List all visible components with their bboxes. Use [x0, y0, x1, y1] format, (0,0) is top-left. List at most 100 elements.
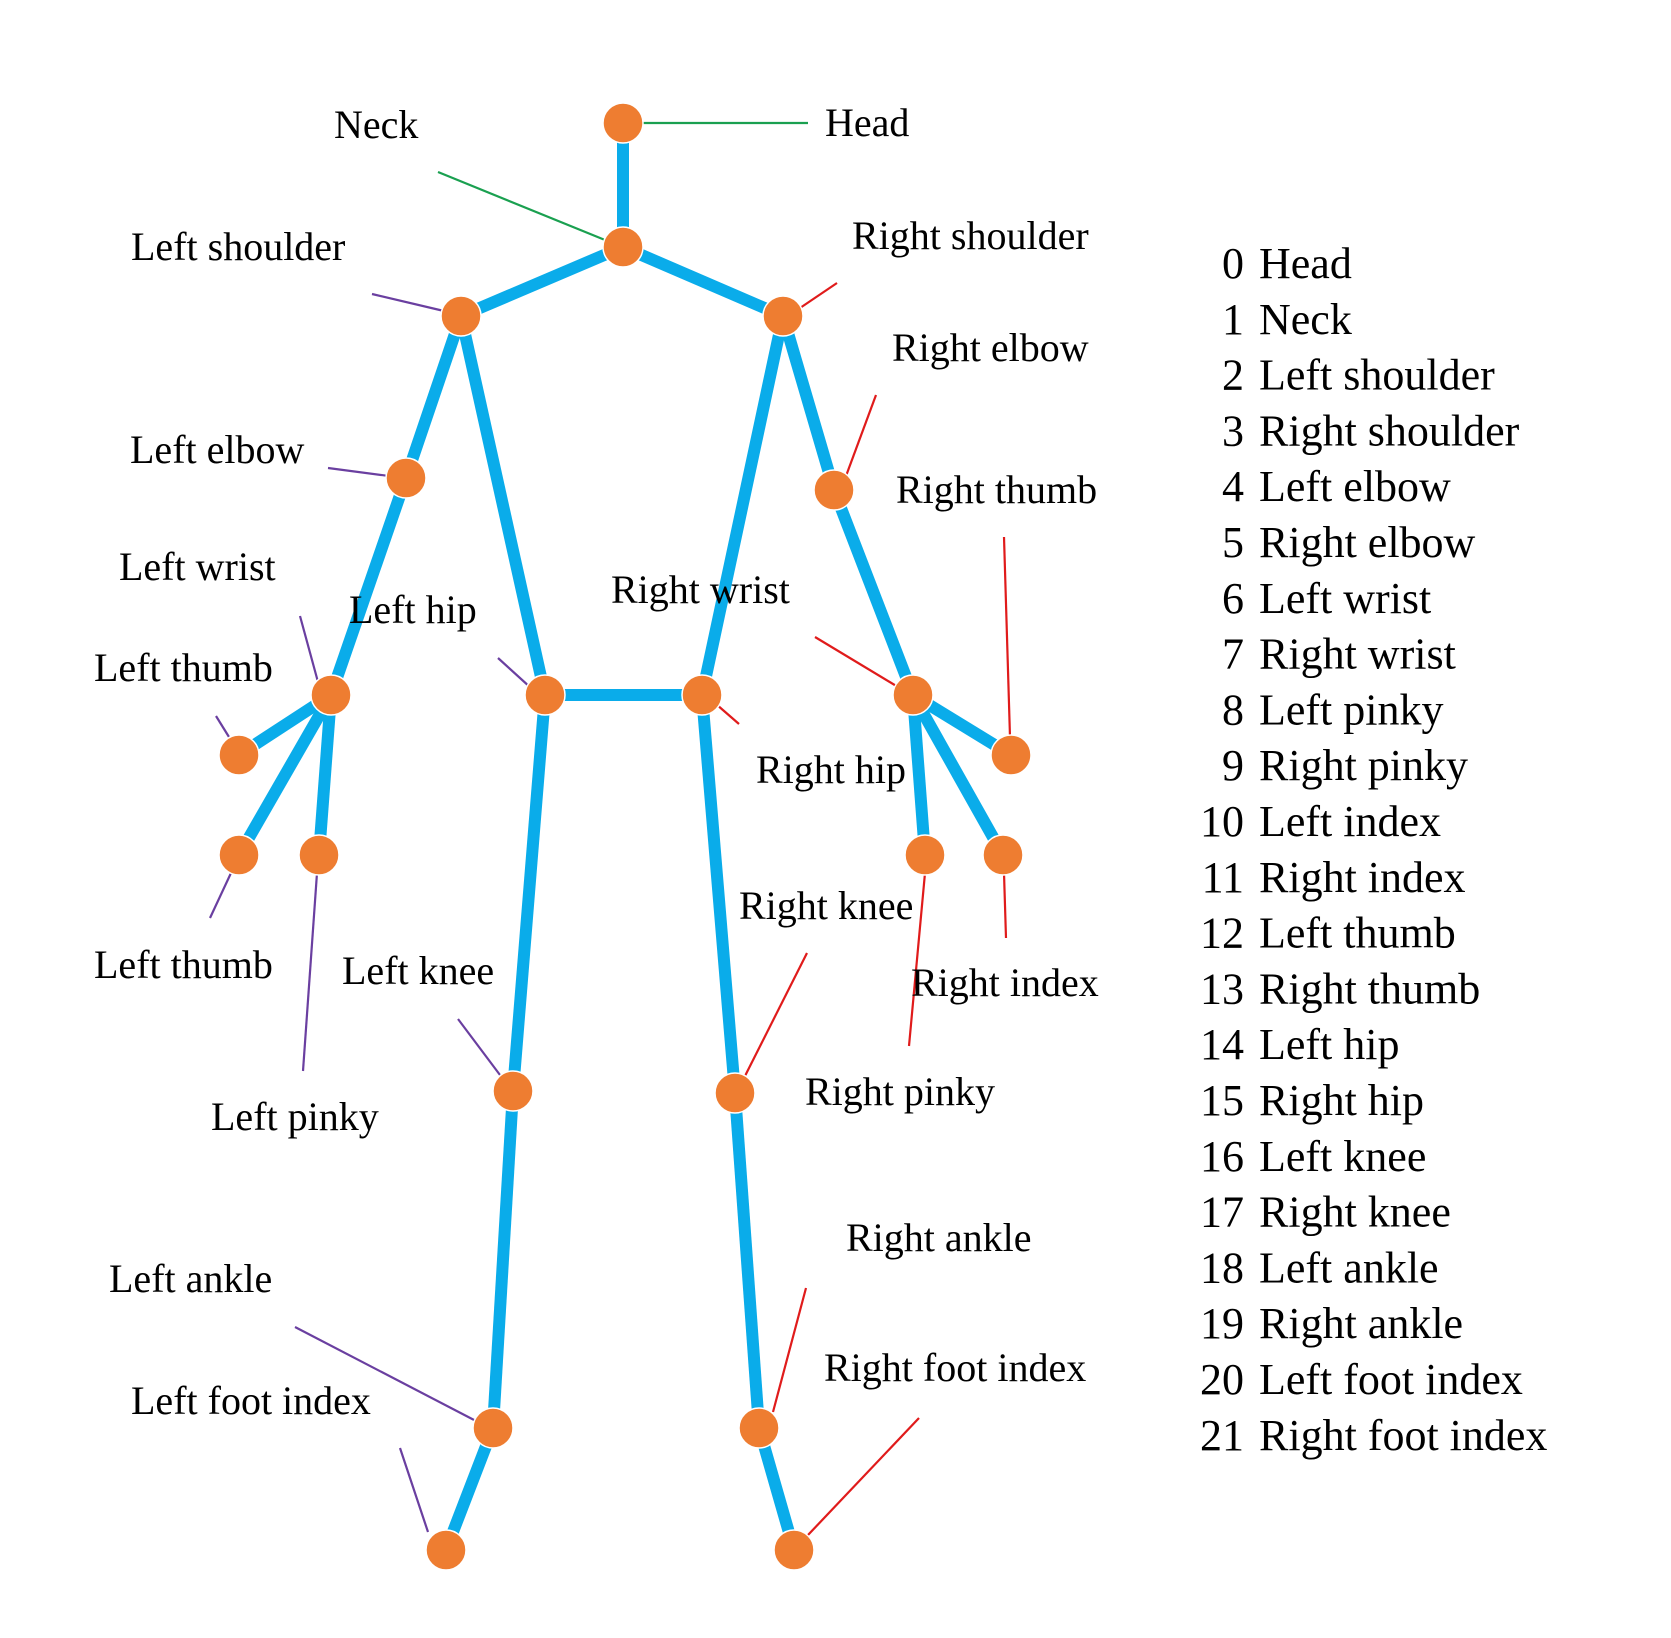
label-right-shoulder: Right shoulder — [852, 213, 1089, 258]
keypoint-list-name: Left ankle — [1259, 1243, 1439, 1292]
joint-right-pinky — [904, 834, 946, 876]
keypoint-list-number: 20 — [1200, 1355, 1244, 1404]
joint-right-hip — [681, 674, 723, 716]
bone-left-shoulder-left-hip — [455, 314, 551, 697]
leader-left-pinky — [301, 872, 319, 1072]
bone-right-shoulder-right-elbow — [777, 314, 840, 492]
keypoint-list-number: 17 — [1200, 1188, 1244, 1237]
leader-right-shoulder — [799, 282, 838, 309]
keypoint-list-name: Left thumb — [1259, 909, 1456, 958]
bone-right-wrist-right-index — [907, 692, 1009, 858]
bone-right-knee-right-ankle — [729, 1092, 765, 1429]
keypoint-list-number: 11 — [1202, 853, 1244, 902]
bone-right-elbow-right-wrist — [828, 487, 919, 698]
keypoint-labels: Head Neck Left shoulder Right shoulder R… — [94, 100, 1099, 1423]
keypoint-list-number: 1 — [1222, 295, 1244, 344]
label-right-ankle: Right ankle — [846, 1215, 1032, 1260]
label-left-thumb-lower: Left thumb — [94, 942, 273, 987]
joint-right-wrist — [892, 674, 934, 716]
keypoint-list-number: 3 — [1222, 406, 1244, 455]
keypoint-list-number: 5 — [1222, 518, 1244, 567]
keypoint-list-name: Right shoulder — [1259, 406, 1520, 455]
bone-right-ankle-right-foot-index — [753, 1426, 800, 1552]
keypoint-list-number: 8 — [1222, 685, 1244, 734]
leader-right-ankle — [771, 1287, 808, 1413]
label-right-wrist: Right wrist — [611, 567, 790, 612]
bone-neck-right-shoulder — [620, 241, 786, 322]
leader-left-thumb-upper — [215, 715, 230, 738]
joint-neck — [602, 226, 644, 268]
joint-right-shoulder — [762, 295, 804, 337]
keypoint-list-name: Right pinky — [1259, 741, 1468, 790]
joint-right-thumb — [990, 734, 1032, 776]
keypoint-list-number: 7 — [1222, 630, 1244, 679]
bone-neck-left-shoulder — [458, 241, 626, 322]
leader-neck — [437, 170, 606, 242]
keypoint-index-list: 0 Head 1 Neck 2 Left shoulder 3 Right shoulder 4… — [1200, 239, 1547, 1460]
keypoint-list-number: 16 — [1200, 1132, 1244, 1181]
bone-right-shoulder-right-hip — [696, 314, 789, 697]
keypoint-list-number: 9 — [1222, 741, 1244, 790]
label-left-wrist: Left wrist — [119, 544, 276, 589]
joint-head — [602, 102, 644, 144]
joint-left-shoulder — [440, 295, 482, 337]
bone-right-hip-right-knee — [696, 694, 741, 1094]
joint-right-elbow — [813, 469, 855, 511]
keypoint-list-number: 19 — [1200, 1299, 1244, 1348]
keypoint-list-name: Left foot index — [1259, 1355, 1523, 1404]
keypoint-list-name: Left elbow — [1259, 462, 1451, 511]
keypoint-list-number: 21 — [1200, 1411, 1244, 1460]
label-neck: Neck — [334, 102, 418, 147]
label-left-knee: Left knee — [342, 948, 494, 993]
keypoint-list-name: Right index — [1259, 853, 1466, 902]
label-left-foot-index: Left foot index — [131, 1378, 371, 1423]
keypoint-list-name: Neck — [1259, 295, 1352, 344]
keypoint-list-name: Left hip — [1259, 1020, 1400, 1069]
joint-left-elbow — [385, 457, 427, 499]
label-right-pinky: Right pinky — [805, 1069, 995, 1114]
leader-right-thumb — [1002, 536, 1012, 738]
leader-right-elbow — [844, 394, 878, 477]
label-left-thumb-upper: Left thumb — [94, 645, 273, 690]
keypoint-list-number: 12 — [1200, 909, 1244, 958]
leader-left-ankle — [294, 1326, 477, 1422]
label-head: Head — [825, 100, 909, 145]
label-left-shoulder: Left shoulder — [131, 224, 345, 269]
keypoint-list-name: Head — [1259, 239, 1352, 288]
joint-left-hip — [524, 674, 566, 716]
keypoint-list-name: Right knee — [1259, 1188, 1451, 1237]
keypoint-list-name: Left knee — [1259, 1132, 1426, 1181]
keypoint-list-number: 6 — [1222, 574, 1244, 623]
leader-right-knee — [744, 952, 808, 1077]
leader-right-hip — [715, 703, 740, 725]
bone-left-hip-left-knee — [507, 694, 551, 1092]
joint-left-foot-index — [425, 1529, 467, 1571]
keypoint-list-number: 18 — [1200, 1243, 1244, 1292]
keypoint-list-name: Left wrist — [1259, 574, 1431, 623]
keypoint-list-name: Right hip — [1259, 1076, 1424, 1125]
leader-left-elbow — [327, 466, 390, 478]
keypoint-list-number: 14 — [1200, 1020, 1244, 1069]
keypoint-list-name: Right foot index — [1259, 1411, 1547, 1460]
keypoint-list-number: 15 — [1200, 1076, 1244, 1125]
leader-left-thumb-lower — [209, 872, 232, 919]
joint-right-knee — [714, 1072, 756, 1114]
label-right-foot-index: Right foot index — [824, 1345, 1086, 1390]
label-left-ankle: Left ankle — [109, 1256, 272, 1301]
keypoint-list-number: 2 — [1222, 351, 1244, 400]
label-right-thumb: Right thumb — [896, 467, 1097, 512]
keypoint-list-name: Left shoulder — [1259, 351, 1495, 400]
joint-left-ankle — [472, 1407, 514, 1449]
keypoint-list-number: 4 — [1222, 462, 1244, 511]
bone-left-wrist-left-index — [233, 692, 337, 858]
leader-left-shoulder — [371, 292, 445, 313]
keypoint-list-number: 0 — [1222, 239, 1244, 288]
keypoint-list-number: 13 — [1200, 964, 1244, 1013]
joint-left-knee — [492, 1070, 534, 1112]
joint-left-index — [218, 834, 260, 876]
label-right-knee: Right knee — [739, 883, 913, 928]
joint-left-pinky — [298, 834, 340, 876]
label-left-pinky: Left pinky — [211, 1094, 379, 1139]
label-left-hip: Left hip — [349, 587, 477, 632]
